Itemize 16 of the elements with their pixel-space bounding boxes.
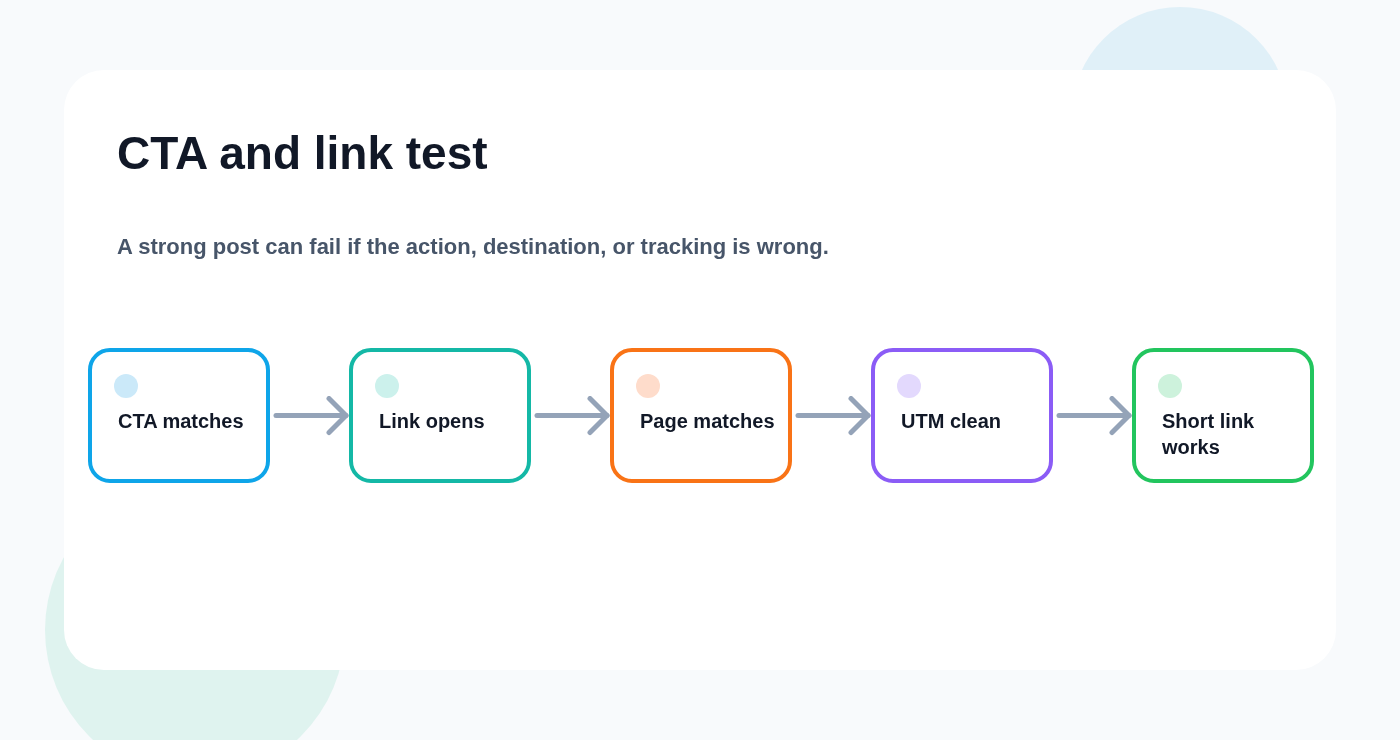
arrow [273, 396, 349, 435]
step-label: Link opens [379, 409, 486, 434]
step-box [88, 348, 270, 483]
step-box [349, 348, 531, 483]
title: CTA and link test [117, 126, 488, 180]
step-label: Short link works [1162, 409, 1256, 460]
step-label: Page matches [640, 409, 776, 434]
arrow [795, 396, 871, 435]
step-box [610, 348, 792, 483]
step-box [871, 348, 1053, 483]
arrow [1056, 396, 1132, 435]
step-label: UTM clean [901, 409, 1003, 434]
step-box [1132, 348, 1314, 483]
step-label: CTA matches [118, 409, 245, 434]
subtitle: A strong post can fail if the action, destination, or tracking is wrong. [117, 234, 829, 260]
arrow [534, 396, 610, 435]
